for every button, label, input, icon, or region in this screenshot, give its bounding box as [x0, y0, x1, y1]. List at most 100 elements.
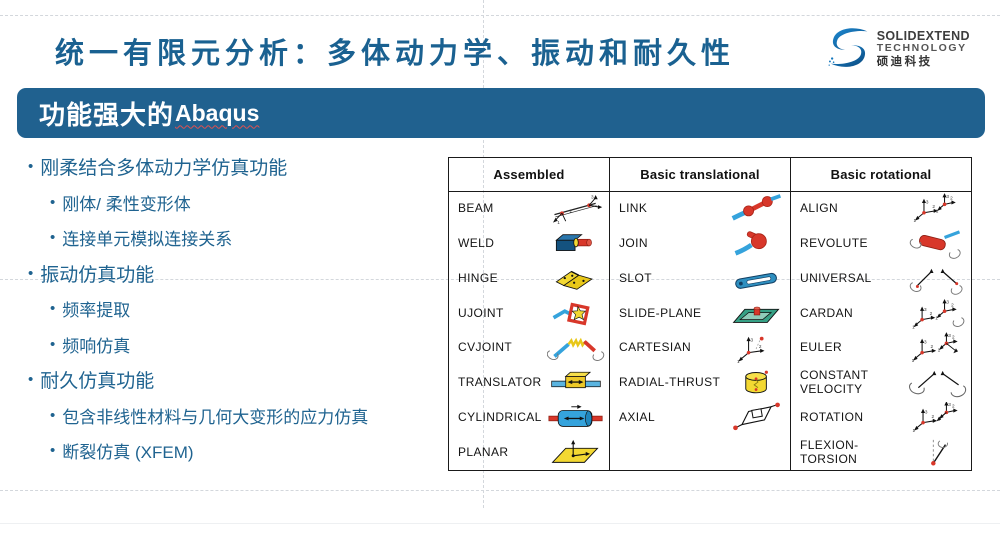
- connector-label: ALIGN: [800, 201, 839, 216]
- table-row: JOIN: [610, 227, 790, 262]
- table-row: UJOINT: [449, 296, 609, 331]
- table-row: REVOLUTE: [791, 227, 971, 262]
- svg-text:2: 2: [569, 209, 572, 214]
- connector-label: LINK: [619, 201, 648, 216]
- svg-text:2: 2: [952, 335, 955, 340]
- table-row: CYLINDRICAL: [449, 401, 609, 436]
- svg-text:1: 1: [737, 359, 740, 364]
- table-row: CVJOINT: [449, 331, 609, 366]
- connector-label: AXIAL: [619, 409, 656, 424]
- svg-text:3: 3: [924, 307, 927, 312]
- connector-label: TRANSLATOR: [458, 375, 542, 390]
- svg-text:2: 2: [931, 414, 934, 419]
- connector-label: CONSTANT VELOCITY: [800, 368, 869, 397]
- connector-label: REVOLUTE: [800, 236, 868, 251]
- horizontal-guide-line: [0, 15, 1000, 16]
- svg-text:3: 3: [946, 194, 949, 199]
- table-row: AXIAL: [610, 401, 790, 436]
- footer-divider-line: [0, 523, 1000, 524]
- svg-text:2: 2: [950, 196, 953, 201]
- table-row: HINGE: [449, 262, 609, 297]
- cylindrical-icon: [547, 402, 605, 434]
- table-row: UNIVERSAL: [791, 262, 971, 297]
- bullet-text: 耐久仿真功能: [40, 371, 155, 393]
- bullet-item: • 耐久仿真功能: [28, 362, 368, 398]
- svg-text:1: 1: [938, 348, 941, 353]
- empty-cell: [728, 437, 786, 469]
- svg-text:2: 2: [952, 404, 955, 409]
- link-icon: [728, 193, 786, 225]
- bullet-dot: •: [50, 193, 56, 211]
- axial-icon: [728, 402, 786, 434]
- svg-text:3: 3: [948, 402, 951, 407]
- join-icon: [728, 228, 786, 260]
- logo-company-name: SOLIDEXTEND: [876, 28, 970, 43]
- bullet-text: 频响仿真: [62, 336, 131, 356]
- translator-icon: [547, 367, 605, 399]
- connector-label: CARDAN: [800, 305, 854, 320]
- connector-label: EULER: [800, 340, 843, 355]
- svg-text:1: 1: [913, 218, 916, 223]
- svg-text:2: 2: [932, 204, 935, 209]
- constant-velocity-icon: [909, 367, 967, 399]
- bullet-dot: •: [50, 229, 56, 247]
- feature-bullet-list: •刚柔结合多体动力学仿真功能•刚体/ 柔性变形体•连接单元模拟连接关系•振动仿真…: [28, 149, 368, 469]
- svg-text:1: 1: [913, 428, 916, 433]
- connector-label: SLOT: [619, 270, 652, 285]
- radial-thrust-icon: [728, 367, 786, 399]
- ujoint-icon: [547, 298, 605, 330]
- bullet-text: 振动仿真功能: [40, 264, 155, 286]
- table-row: [610, 435, 790, 470]
- bullet-item: •断裂仿真 (XFEM): [50, 433, 368, 469]
- table-row: CONSTANT VELOCITY: [791, 366, 971, 401]
- svg-text:1: 1: [557, 220, 560, 225]
- connector-label: UJOINT: [458, 305, 504, 320]
- svg-text:1: 1: [912, 358, 915, 363]
- planar-icon: [547, 437, 605, 469]
- bullet-dot: •: [28, 264, 34, 282]
- bullet-item: •频率提取: [50, 291, 368, 327]
- svg-text:1: 1: [936, 209, 939, 214]
- svg-text:3: 3: [925, 409, 928, 414]
- bullet-text: 频率提取: [62, 301, 131, 321]
- connector-label: BEAM: [458, 201, 494, 216]
- bullet-item: •频响仿真: [50, 327, 368, 363]
- company-logo: SOLIDEXTEND TECHNOLOGY 硕迪科技: [827, 24, 970, 74]
- svg-text:3: 3: [946, 299, 949, 304]
- bullet-text: 刚柔结合多体动力学仿真功能: [40, 158, 288, 180]
- bullet-dot: •: [28, 371, 34, 389]
- connector-label: FLEXION-TORSION: [800, 437, 859, 466]
- flexion-torsion-icon: [909, 437, 967, 469]
- svg-text:2: 2: [930, 311, 933, 316]
- svg-text:2: 2: [951, 302, 954, 307]
- table-row: TRANSLATOR: [449, 366, 609, 401]
- bullet-item: •包含非线性材料与几何大变形的应力仿真: [50, 398, 368, 434]
- table-row: RADIAL-THRUST: [610, 366, 790, 401]
- logo-chinese-name: 硕迪科技: [876, 56, 933, 69]
- horizontal-guide-line: [0, 490, 1000, 491]
- bullet-item: •连接单元模拟连接关系: [50, 220, 368, 256]
- connector-label: WELD: [458, 236, 495, 251]
- connector-label: PLANAR: [458, 444, 509, 459]
- weld-icon: [547, 228, 605, 260]
- bullet-item: •刚体/ 柔性变形体: [50, 185, 368, 221]
- bullet-text: 断裂仿真 (XFEM): [62, 443, 194, 463]
- connector-label: HINGE: [458, 270, 499, 285]
- logo-technology-label: TECHNOLOGY: [876, 42, 967, 55]
- svg-text:3: 3: [750, 338, 753, 343]
- solidextend-s-icon: [828, 28, 868, 67]
